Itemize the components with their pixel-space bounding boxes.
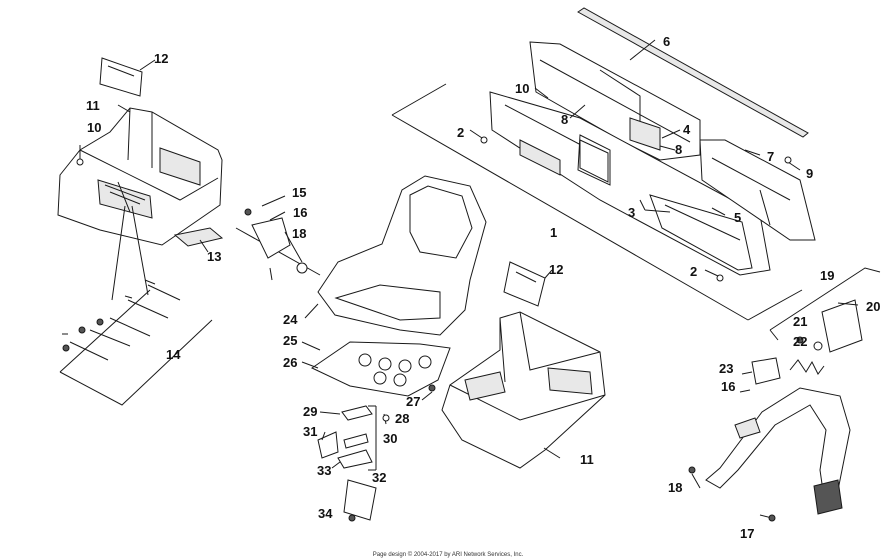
callout-6: 6	[663, 34, 670, 49]
rear-panel-assembly	[391, 7, 816, 321]
callout-30: 30	[383, 431, 397, 446]
callout-19: 19	[820, 268, 834, 283]
callout-8: 8	[675, 142, 682, 157]
storage-seat-base-right	[441, 261, 606, 469]
callout-26: 26	[283, 355, 297, 370]
callout-3: 3	[628, 205, 635, 220]
callout-14: 14	[166, 347, 181, 362]
callout-18: 18	[668, 480, 682, 495]
callout-4: 4	[683, 122, 691, 137]
callout-20: 20	[866, 299, 880, 314]
callout-23: 23	[719, 361, 733, 376]
callout-27: 27	[406, 394, 420, 409]
storage-seat-base-left	[57, 57, 224, 253]
callout-16: 16	[293, 205, 307, 220]
callout-5: 5	[734, 210, 741, 225]
callout-10: 10	[515, 81, 529, 96]
callout-32: 32	[372, 470, 386, 485]
callout-24: 24	[283, 312, 298, 327]
callout-11: 11	[86, 98, 100, 113]
seat-assembly	[235, 175, 487, 522]
callout-10: 10	[87, 120, 101, 135]
copyright-footer: Page design © 2004-2017 by ARI Network S…	[373, 551, 524, 558]
callout-25: 25	[283, 333, 297, 348]
callout-17: 17	[740, 526, 754, 541]
callout-21: 21	[793, 314, 807, 329]
callout-1: 1	[550, 225, 557, 240]
callout-29: 29	[303, 404, 317, 419]
callout-22: 22	[793, 334, 807, 349]
callout-8: 8	[561, 112, 568, 127]
tool-kit	[59, 205, 213, 406]
callout-12: 12	[154, 51, 168, 66]
callout-28: 28	[395, 411, 409, 426]
callout-34: 34	[318, 506, 333, 521]
callout-2: 2	[690, 264, 697, 279]
callout-9: 9	[806, 166, 813, 181]
callout-15: 15	[292, 185, 306, 200]
callout-31: 31	[303, 424, 317, 439]
callout-33: 33	[317, 463, 331, 478]
callout-18: 18	[292, 226, 306, 241]
callout-labels: 1 2 2 3 4 5 6 7 8 8 9 10 10 11 11 12 12 …	[86, 34, 880, 541]
callout-2: 2	[457, 125, 464, 140]
callout-11: 11	[580, 452, 594, 467]
callout-12: 12	[549, 262, 563, 277]
callout-7: 7	[767, 149, 774, 164]
callout-16: 16	[721, 379, 735, 394]
callout-13: 13	[207, 249, 221, 264]
seat-belt-assembly	[688, 267, 881, 522]
